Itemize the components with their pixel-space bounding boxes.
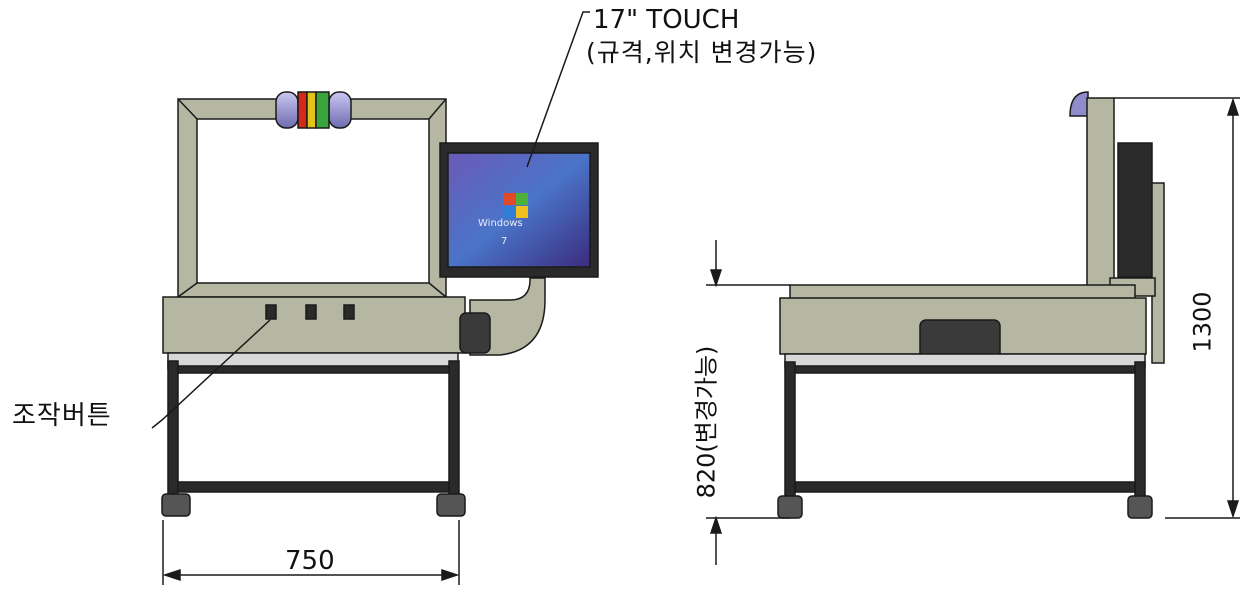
side-handle xyxy=(459,312,491,354)
touch-monitor xyxy=(439,142,599,278)
screen-brand-text: Windows xyxy=(478,218,523,229)
side-monitor xyxy=(1117,142,1153,278)
leader-lines xyxy=(151,11,590,585)
control-button-1 xyxy=(265,304,277,320)
touch-monitor-title: 17" TOUCH xyxy=(593,5,740,35)
side-column xyxy=(1086,97,1115,303)
control-button-2 xyxy=(305,304,317,320)
screen-version-text: 7 xyxy=(501,236,508,247)
control-buttons-label: 조작버튼 xyxy=(12,401,112,431)
signal-lamp xyxy=(275,91,352,129)
side-view xyxy=(777,91,1165,519)
width-dimension-label: 750 xyxy=(285,546,335,576)
front-window xyxy=(196,118,430,284)
dimension-lines xyxy=(706,97,1240,565)
touch-monitor-note: (규격,위치 변경가능) xyxy=(586,38,818,67)
height-dimension-label: 1300 xyxy=(1188,291,1217,353)
control-button-3 xyxy=(343,304,355,320)
front-view xyxy=(161,91,599,517)
adjustable-height-dimension-label: 820(변경가능) xyxy=(692,345,721,499)
